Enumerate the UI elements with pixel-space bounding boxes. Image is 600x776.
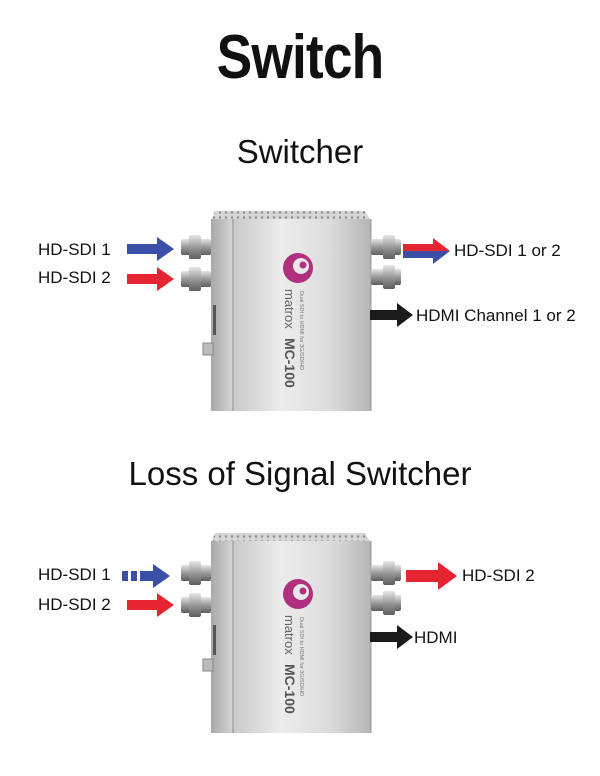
red-arrow-icon bbox=[127, 267, 174, 291]
bnc-connector-in-1 bbox=[181, 561, 211, 585]
device-subtitle: Dual SDI to HDMI for 3G/SD/HD bbox=[298, 617, 304, 696]
device-model: MC-100 bbox=[282, 338, 298, 388]
blue-dashed-arrow-icon bbox=[122, 564, 170, 588]
red-arrow-icon bbox=[127, 593, 174, 617]
output-label-hdmi: HDMI Channel 1 or 2 bbox=[416, 306, 576, 325]
matrox-logo-icon bbox=[283, 579, 313, 609]
device-subtitle: Dual SDI to HDMI for 3G/SD/HD bbox=[298, 291, 304, 370]
section-title-loss-of-signal: Loss of Signal Switcher bbox=[128, 455, 472, 492]
input-label-hd-sdi-2: HD-SDI 2 bbox=[38, 595, 111, 614]
red-arrow-icon bbox=[406, 562, 457, 590]
bnc-connector-in-1 bbox=[181, 235, 211, 259]
red-blue-arrow-icon bbox=[403, 238, 450, 264]
bnc-connector-in-2 bbox=[181, 267, 211, 291]
matrox-device-switcher: matrox MC-100 Dual SDI to HDMI for 3G/SD… bbox=[181, 211, 401, 411]
matrox-logo-icon bbox=[283, 253, 313, 283]
bnc-connector-out-1 bbox=[371, 561, 401, 585]
input-label-hd-sdi-1: HD-SDI 1 bbox=[38, 240, 111, 259]
black-arrow-icon bbox=[370, 303, 413, 327]
bnc-connector-out-2 bbox=[371, 591, 401, 615]
bnc-connector-out-1 bbox=[371, 235, 401, 259]
page-title: Switch bbox=[216, 23, 385, 92]
input-label-hd-sdi-1: HD-SDI 1 bbox=[38, 565, 111, 584]
matrox-device-loss-of-signal: matrox MC-100 Dual SDI to HDMI for 3G/SD… bbox=[181, 533, 401, 733]
output-label-hdmi: HDMI bbox=[414, 628, 458, 647]
device-brand: matrox bbox=[282, 615, 297, 655]
device-model: MC-100 bbox=[282, 664, 298, 714]
output-label-sdi: HD-SDI 2 bbox=[462, 566, 535, 585]
device-brand: matrox bbox=[282, 289, 297, 329]
bnc-connector-in-2 bbox=[181, 593, 211, 617]
section-title-switcher: Switcher bbox=[236, 133, 364, 170]
blue-arrow-icon bbox=[127, 237, 174, 261]
output-label-sdi: HD-SDI 1 or 2 bbox=[454, 241, 561, 260]
black-arrow-icon bbox=[370, 625, 413, 649]
bnc-connector-out-2 bbox=[371, 265, 401, 289]
input-label-hd-sdi-2: HD-SDI 2 bbox=[38, 268, 111, 287]
